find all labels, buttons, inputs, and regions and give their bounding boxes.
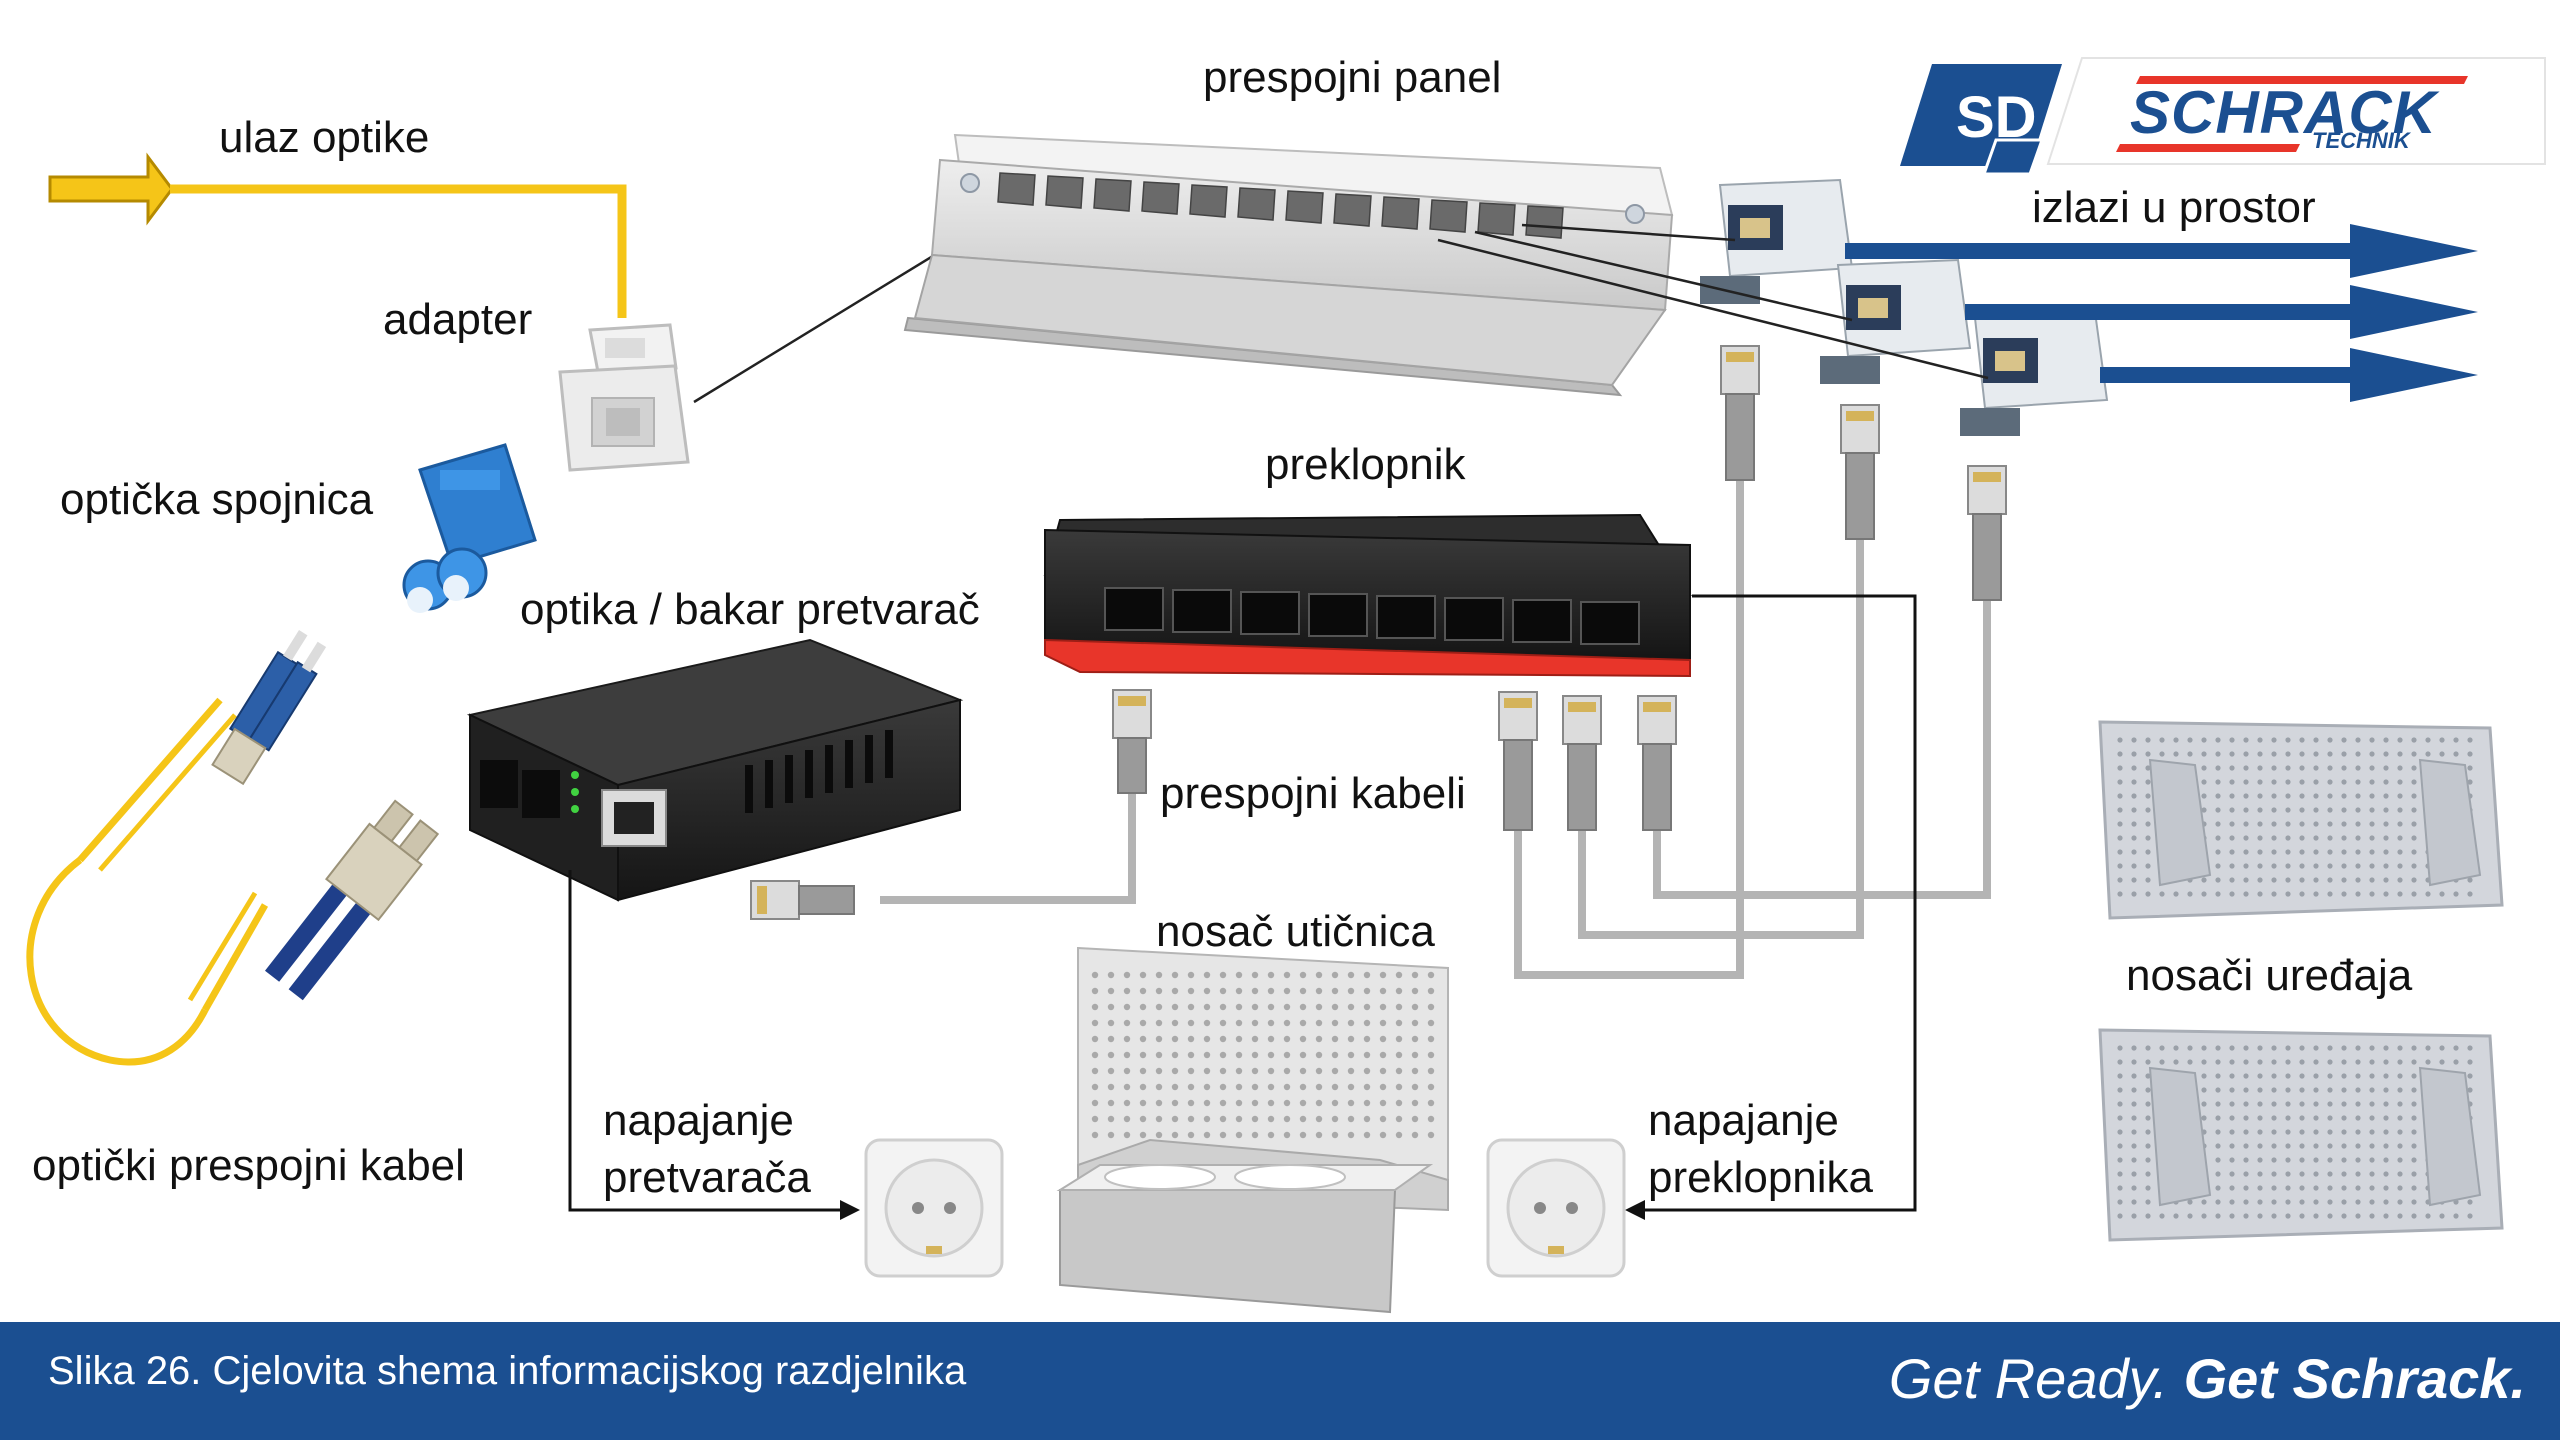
label-converter-power-line1: napajanje xyxy=(603,1096,794,1145)
power-line-switch xyxy=(1625,594,1917,1220)
label-room-outputs: izlazi u prostor xyxy=(2032,183,2316,232)
keystone-jack-1-image xyxy=(1700,178,1854,304)
label-fiber-input: ulaz optike xyxy=(219,113,430,162)
logo-sd-text: SD xyxy=(1956,85,2037,150)
label-switch-power-line2: preklopnika xyxy=(1648,1153,1874,1202)
keystone-pointer-lines xyxy=(1437,223,1989,380)
device-holder-1-image xyxy=(2098,720,2504,920)
rj45-plug-output-2 xyxy=(1840,404,1880,540)
patch-panel-image xyxy=(903,133,1674,397)
label-fiber-patch-cable: optički prespojni kabel xyxy=(32,1141,465,1190)
power-line-converter xyxy=(568,870,860,1220)
rj45-plug-switch-4 xyxy=(1637,695,1677,831)
label-adapter: adapter xyxy=(383,295,533,344)
fiber-coupler-image xyxy=(402,443,537,613)
footer-slogan: Get Ready. Get Schrack. xyxy=(1889,1346,2526,1411)
label-fiber-coupler: optička spojnica xyxy=(60,475,374,524)
label-converter-power-line2: pretvarača xyxy=(603,1153,811,1202)
logo-sub-text: TECHNIK xyxy=(2312,128,2410,153)
rj45-plug-switch-2 xyxy=(1498,691,1538,831)
rj45-plug-output-1 xyxy=(1720,345,1760,481)
label-switch-power: napajanje preklopnika xyxy=(1648,1092,1873,1206)
label-patch-panel: prespojni panel xyxy=(1203,53,1502,102)
logo-brand-text: SCHRACK xyxy=(2130,79,2437,146)
label-socket-holder: nosač utičnica xyxy=(1156,907,1435,956)
rj45-plug-converter xyxy=(750,880,855,920)
label-patch-cables: prespojni kabeli xyxy=(1160,769,1466,818)
label-switch: preklopnik xyxy=(1265,440,1466,489)
device-holder-2-image xyxy=(2098,1028,2504,1242)
label-device-holders: nosači uređaja xyxy=(2126,951,2413,1000)
rj45-plug-output-3 xyxy=(1967,465,2007,601)
patch-cable-routing xyxy=(880,470,1991,979)
slogan-part2: Get Schrack. xyxy=(2183,1347,2526,1410)
fiber-patch-cable-image xyxy=(26,630,440,1066)
label-media-converter: optika / bakar pretvarač xyxy=(520,585,980,634)
rj45-plug-switch-3 xyxy=(1562,695,1602,831)
socket-converter-image xyxy=(864,1138,1004,1278)
figure-caption: Slika 26. Cjelovita shema informacijskog… xyxy=(48,1349,967,1393)
switch-image xyxy=(1043,513,1692,678)
media-converter-image xyxy=(466,638,964,902)
keystone-jack-3-image xyxy=(1960,310,2109,436)
schrack-logo-icon xyxy=(1900,57,2546,176)
rj45-plugs xyxy=(750,345,2007,920)
label-switch-power-line1: napajanje xyxy=(1648,1096,1839,1145)
fiber-input-cable xyxy=(170,184,627,318)
socket-switch-image xyxy=(1486,1138,1626,1278)
label-converter-power: napajanje pretvarača xyxy=(603,1092,811,1206)
slogan-part1: Get Ready. xyxy=(1888,1347,2169,1410)
rj45-plug-switch-1 xyxy=(1112,689,1152,794)
fiber-input-arrow-icon xyxy=(48,152,174,226)
footer-bar xyxy=(0,1322,2560,1440)
adapter-image xyxy=(558,323,690,472)
keystone-jack-2-image xyxy=(1820,258,1972,384)
room-output-arrows-icon xyxy=(1845,224,2478,402)
socket-holder-image xyxy=(1056,946,1449,1314)
